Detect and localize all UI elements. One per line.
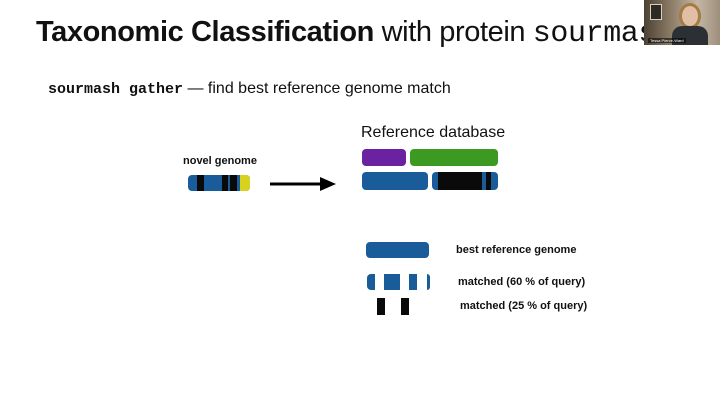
- title-bold: Taxonomic Classification: [36, 16, 374, 48]
- reference-genome-blue: [362, 172, 428, 190]
- best-reference-bar: [366, 242, 429, 258]
- slide-subtitle: sourmash gather — find best reference ge…: [48, 80, 451, 98]
- novel-genome-label: novel genome: [183, 155, 257, 167]
- matched-25-label: matched (25 % of query): [460, 300, 588, 312]
- reference-genome-mixed: [432, 172, 498, 190]
- presenter-face: [682, 6, 698, 26]
- matched-25-bar: [377, 298, 410, 315]
- subtitle-dash: —: [183, 80, 208, 97]
- arrow-right-icon: [270, 177, 336, 191]
- wall-picture: [650, 4, 662, 20]
- matched-60-bar: [367, 274, 430, 290]
- novel-genome-bar: [188, 175, 250, 191]
- reference-database-title: Reference database: [361, 124, 506, 141]
- reference-genome-green: [410, 149, 498, 166]
- matched-60-label: matched (60 % of query): [458, 276, 586, 288]
- webcam-name-label: Tessa Pierce-Ward: [648, 38, 686, 43]
- webcam-video: Tessa Pierce-Ward: [644, 0, 720, 45]
- reference-genome-purple: [362, 149, 406, 166]
- title-rest: with protein: [373, 16, 533, 48]
- subtitle-text: find best reference genome match: [207, 80, 451, 97]
- slide-title: Taxonomic Classification with protein so…: [36, 16, 674, 51]
- subtitle-command: sourmash gather: [48, 81, 184, 98]
- best-reference-label: best reference genome: [456, 244, 577, 256]
